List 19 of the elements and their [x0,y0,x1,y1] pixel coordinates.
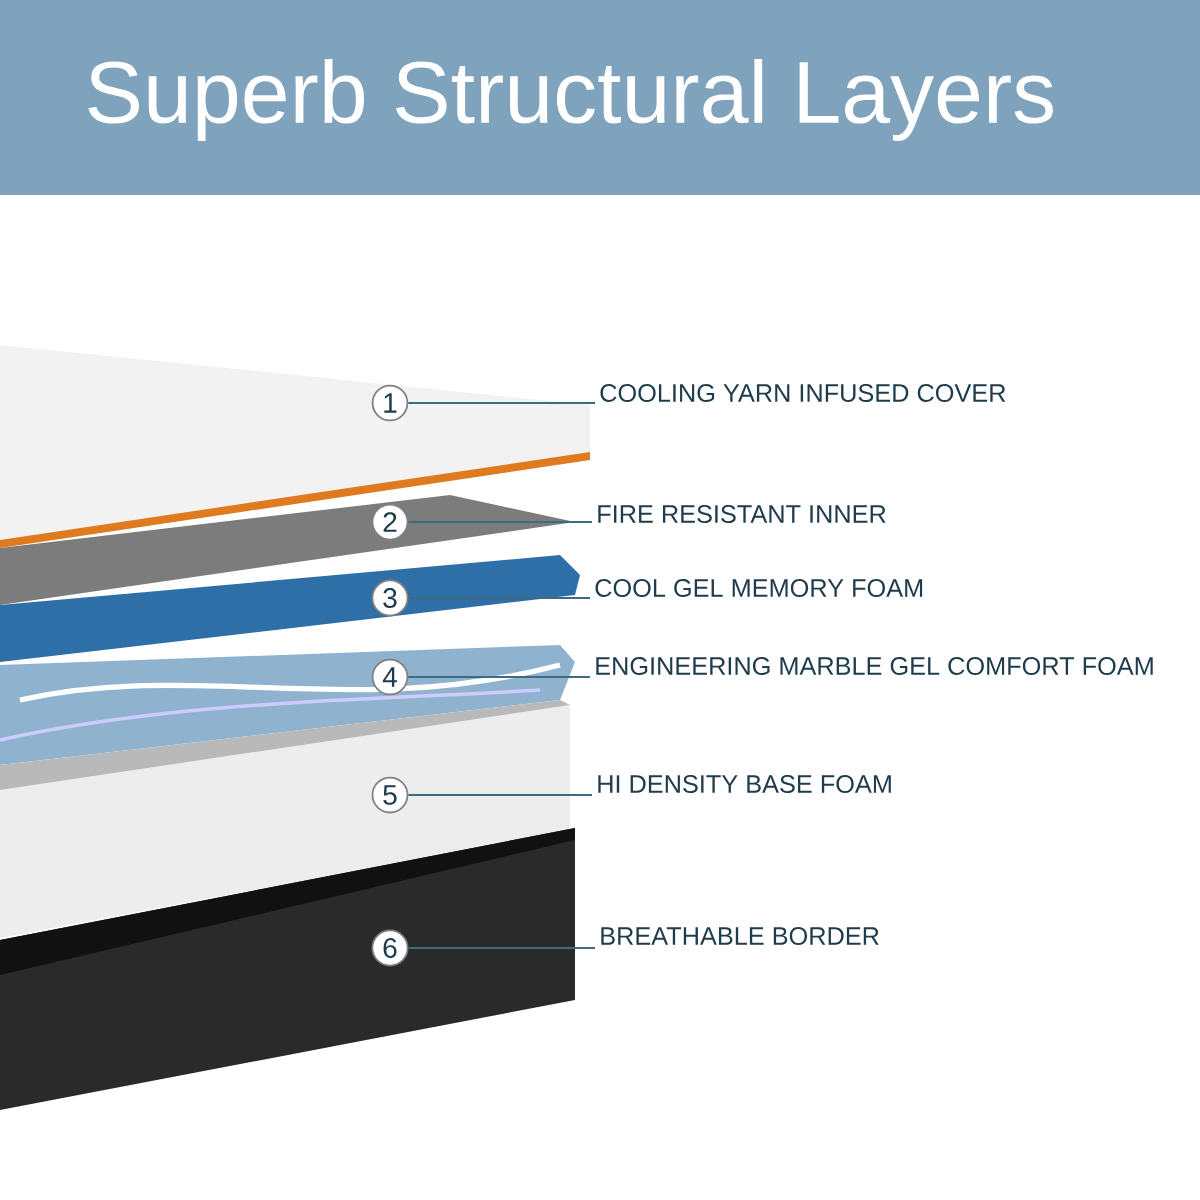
layer-label: FIRE RESISTANT INNER [598,505,886,523]
title: Superb Structural Layers [88,59,1053,141]
callout-number: 4 [371,658,409,696]
leader-line [408,596,590,600]
layer-label: BREATHABLE BORDER [601,927,879,945]
leader-line [408,675,590,679]
layer-label: COOL GEL MEMORY FOAM [595,579,923,597]
leader-line [408,793,592,797]
callout-number: 1 [371,384,409,422]
callout-number: 6 [371,929,409,967]
leader-line [408,946,595,950]
callout-number: 3 [371,579,409,617]
callout-number: 5 [371,776,409,814]
layer-label: HI DENSITY BASE FOAM [598,775,891,793]
layer-label: COOLING YARN INFUSED COVER [600,384,1006,402]
leader-line [408,401,595,405]
callout-number: 2 [371,503,409,541]
layer-label: ENGINEERING MARBLE GEL COMFORT FOAM [596,657,1153,675]
leader-line [408,520,592,524]
